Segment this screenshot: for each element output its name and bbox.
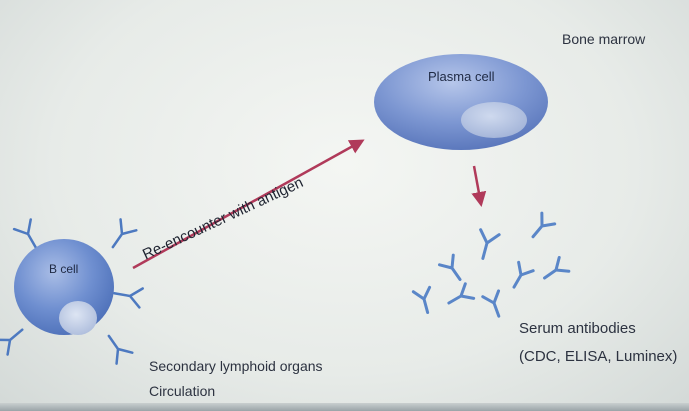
b-cell-icon [14, 239, 114, 335]
receptor-icon [0, 328, 24, 356]
antibody-icon [543, 255, 571, 280]
antibody-icon [437, 253, 462, 281]
secretion-arrow [471, 165, 487, 207]
assays-label: (CDC, ELISA, Luminex) [519, 348, 678, 365]
antibody-icon [512, 260, 535, 289]
circulation-label: Circulation [149, 383, 216, 399]
secondary-lymphoid-label: Secondary lymphoid organs [149, 358, 323, 374]
antibody-icon [447, 282, 476, 305]
bone-marrow-label: Bone marrow [562, 31, 646, 47]
plasma-cell-label: Plasma cell [428, 69, 495, 84]
antibody-icon [531, 211, 557, 239]
antibody-icon [481, 289, 501, 318]
serum-antibodies-label: Serum antibodies [519, 320, 636, 337]
reencounter-arrow [132, 139, 365, 270]
b-cell-receptors [0, 218, 144, 365]
b-cell-label: B cell [49, 262, 79, 276]
receptor-icon [12, 218, 38, 250]
serum-antibodies-icon [411, 211, 571, 318]
plasma-cell-icon [374, 54, 548, 150]
antibody-icon [411, 285, 432, 315]
antibody-icon [479, 228, 501, 260]
receptor-icon [107, 334, 134, 365]
receptor-icon [112, 287, 144, 309]
receptor-icon [111, 218, 138, 249]
